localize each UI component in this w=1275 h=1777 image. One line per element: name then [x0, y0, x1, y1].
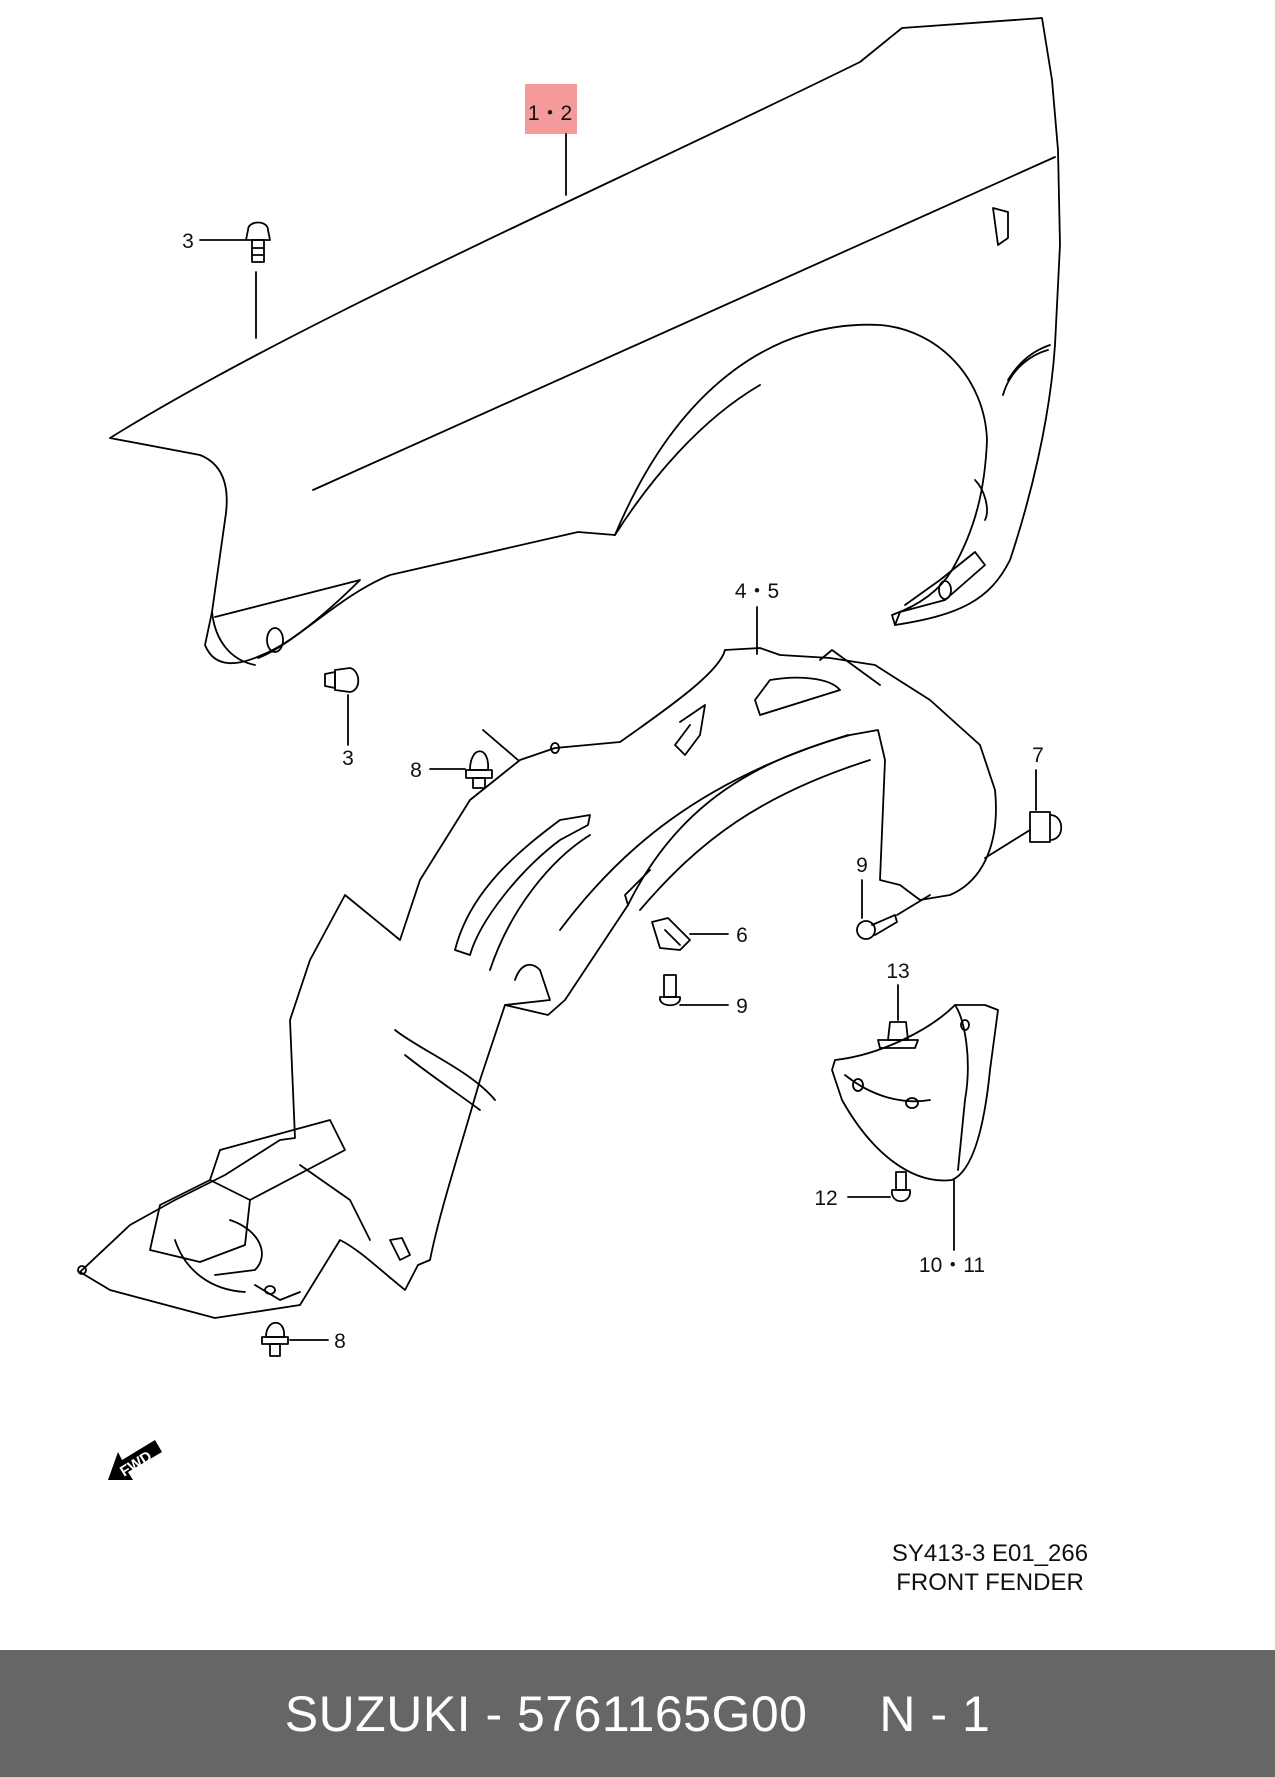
callout-9-center: 9 — [736, 995, 748, 1018]
callout-12: 12 — [814, 1187, 837, 1210]
clip-8-top — [465, 750, 493, 789]
callout-10-11: 10・11 — [919, 1254, 985, 1277]
parts-diagram: 1・2 3 3 — [77, 17, 1088, 1596]
callout-4-5: 4・5 — [735, 580, 779, 603]
reference-title: FRONT FENDER — [896, 1569, 1084, 1596]
callout-1-2: 1・2 — [528, 102, 572, 125]
part-number-label: SUZUKI - 5761165G00 N - 1 — [284, 1685, 991, 1742]
footer-bar: SUZUKI - 5761165G00 N - 1 — [0, 1650, 1275, 1777]
clip-7 — [1029, 811, 1063, 843]
callout-8-bottom: 8 — [334, 1330, 346, 1353]
callout-3-top: 3 — [182, 230, 194, 253]
screw-3-mid — [324, 667, 360, 693]
callout-13: 13 — [886, 960, 909, 983]
screw-3-top — [245, 221, 271, 263]
screw-12 — [891, 1171, 911, 1203]
callout-8-top: 8 — [410, 759, 422, 782]
screw-9-right — [856, 914, 898, 940]
fender-liner-part — [77, 647, 997, 1319]
callout-3-mid: 3 — [342, 747, 354, 770]
part-highlight — [525, 84, 577, 134]
callout-6: 6 — [736, 924, 748, 947]
fwd-arrow-icon: FWD — [108, 1440, 162, 1480]
clip-13 — [877, 1021, 919, 1049]
screw-9-center — [659, 974, 681, 1007]
front-fender-part — [109, 17, 1061, 666]
callout-7: 7 — [1032, 744, 1044, 767]
callout-9-right: 9 — [856, 854, 868, 877]
mud-flap-part — [831, 1004, 999, 1182]
nut-6 — [651, 917, 691, 951]
clip-8-bottom — [261, 1321, 289, 1357]
reference-code: SY413-3 E01_266 — [892, 1540, 1088, 1567]
